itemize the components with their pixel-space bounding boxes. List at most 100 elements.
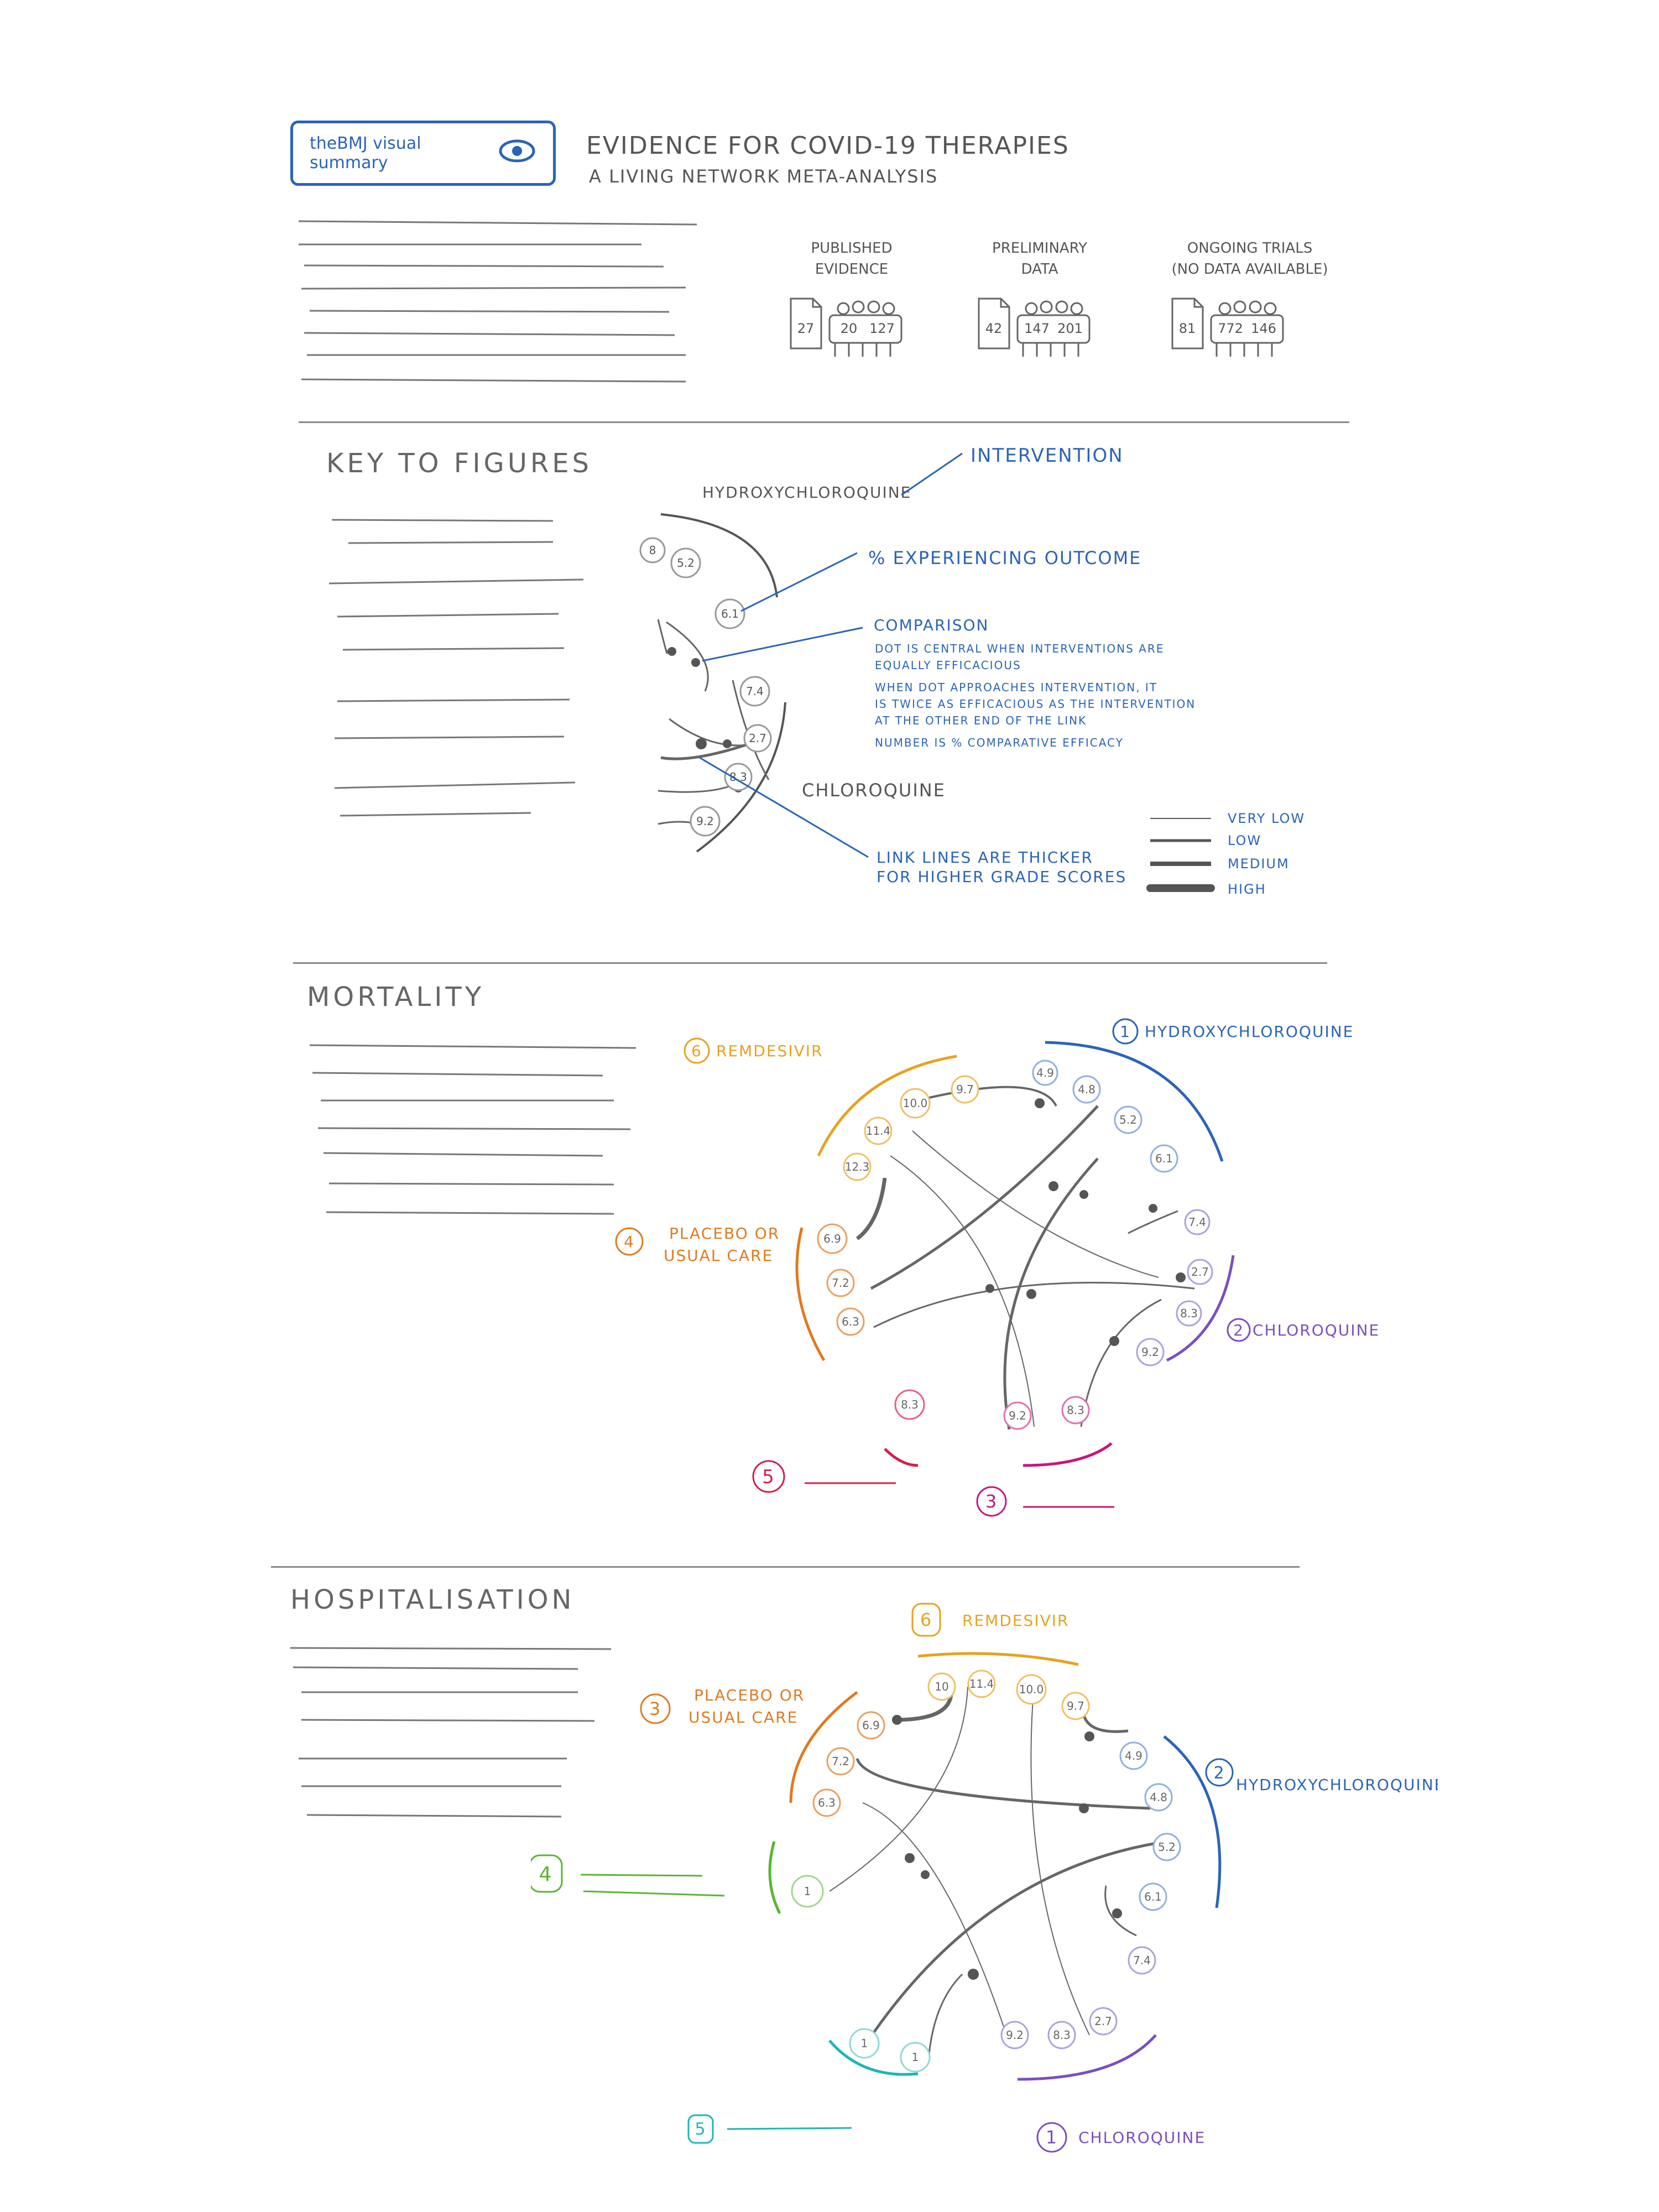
- ann-note: EQUALLY EFFICACIOUS: [875, 659, 1021, 672]
- mortality-node: 6.1: [1150, 1144, 1178, 1173]
- svg-text:CHLOROQUINE: CHLOROQUINE: [1078, 2128, 1206, 2147]
- svg-text:10.0: 10.0: [1019, 1683, 1044, 1696]
- svg-text:12.3: 12.3: [845, 1160, 870, 1173]
- svg-text:4: 4: [539, 1863, 553, 1886]
- group-label-chloroquine: 1 CHLOROQUINE: [1036, 2122, 1206, 2153]
- group-label-placebo: 4 PLACEBO OR USUAL CARE: [615, 1224, 779, 1265]
- mortality-node: 9.7: [951, 1075, 979, 1104]
- visual-summary-badge[interactable]: theBMJ visual summary: [290, 121, 556, 186]
- section-divider: [271, 1566, 1300, 1568]
- mortality-node: 7.2: [826, 1269, 855, 1297]
- svg-text:11.4: 11.4: [866, 1124, 891, 1138]
- ann-note: DOT IS CENTRAL WHEN INTERVENTIONS ARE: [875, 642, 1164, 655]
- svg-text:2: 2: [1213, 1764, 1225, 1783]
- hospitalisation-node: 4.8: [1144, 1783, 1173, 1812]
- group-arc-chloroquine: [1017, 2034, 1157, 2081]
- svg-text:6: 6: [920, 1609, 932, 1630]
- group-label-placebo: 3 PLACEBO OR USUAL CARE: [640, 1686, 804, 1726]
- group-label-5: 5: [687, 2114, 852, 2144]
- people-icon: [1016, 300, 1091, 357]
- stat-doc-count: 42: [985, 321, 1003, 336]
- stat-heading-line: PUBLISHED: [811, 240, 893, 257]
- hospitalisation-node: 2.7: [1089, 2007, 1118, 2036]
- mortality-node: 9.2: [1003, 1401, 1032, 1430]
- ann-link: LINK LINES ARE THICKER: [877, 848, 1093, 867]
- svg-text:REMDESIVIR: REMDESIVIR: [962, 1611, 1069, 1630]
- group-label-hydroxychloroquine: 2 HYDROXYCHLOROQUINE: [1205, 1758, 1438, 1794]
- stat-heading-line: ONGOING TRIALS: [1187, 240, 1313, 257]
- group-label-3: 3: [976, 1486, 1114, 1517]
- svg-text:10.0: 10.0: [903, 1097, 928, 1110]
- page-subtitle: A LIVING NETWORK META-ANALYSIS: [589, 166, 938, 187]
- mortality-node: 10.0: [900, 1088, 931, 1119]
- hospitalisation-node: 9.7: [1061, 1692, 1090, 1720]
- grade-legend: VERY LOW LOW MEDIUM HIGH: [1146, 811, 1304, 897]
- hospitalisation-node: 8.3: [1047, 2021, 1076, 2049]
- svg-text:6.9: 6.9: [823, 1232, 841, 1245]
- svg-text:2.7: 2.7: [1094, 2015, 1112, 2028]
- mortality-network: 9.7 10.0 11.4 12.3 6.9 7.2 6.3 8.3 4.9 4…: [615, 1018, 1380, 1517]
- svg-text:5: 5: [762, 1466, 775, 1488]
- stat-people-a: 20: [841, 321, 858, 336]
- hospitalisation-node: 4.9: [1119, 1741, 1148, 1770]
- hospitalisation-node: 6.1: [1139, 1882, 1167, 1911]
- svg-text:REMDESIVIR: REMDESIVIR: [716, 1042, 823, 1060]
- hospitalisation-node: 1: [849, 2028, 880, 2059]
- people-icon: [1210, 300, 1284, 357]
- mortality-node: 2.7: [1187, 1259, 1213, 1285]
- comparison-dot: [691, 658, 700, 667]
- document-icon: [1171, 298, 1204, 349]
- hospitalisation-node: 11.4: [967, 1670, 996, 1698]
- mortality-node: 4.8: [1072, 1075, 1101, 1104]
- stat-people-a: 772: [1218, 321, 1243, 336]
- group-label-5: 5: [752, 1460, 896, 1493]
- svg-text:9.7: 9.7: [1067, 1699, 1084, 1713]
- ann-note: NUMBER IS % COMPARATIVE EFFICACY: [875, 736, 1124, 749]
- stat-icons: 27 20 127 42 147 201 81 772 146: [790, 298, 1284, 357]
- section-divider: [299, 421, 1349, 423]
- svg-text:HYDROXYCHLOROQUINE: HYDROXYCHLOROQUINE: [1236, 1776, 1438, 1794]
- ann-note: IS TWICE AS EFFICACIOUS AS THE INTERVENT…: [875, 697, 1196, 711]
- ann-comparison: COMPARISON: [874, 616, 989, 634]
- group-label-4: 4: [531, 1854, 725, 1897]
- stat-ongoing-heading: ONGOING TRIALS (NO DATA AVAILABLE): [1161, 238, 1338, 280]
- people-icon: [828, 300, 902, 357]
- svg-text:4.8: 4.8: [1150, 1791, 1167, 1804]
- stat-people-b: 127: [869, 321, 895, 336]
- intervention-arc: [660, 513, 778, 598]
- mortality-text-lines: [309, 1044, 637, 1215]
- svg-text:8: 8: [649, 544, 656, 557]
- mortality-node: 9.2: [1136, 1338, 1165, 1366]
- hospitalisation-node: 10.0: [1016, 1674, 1047, 1705]
- mortality-node: 8.3: [1061, 1396, 1090, 1425]
- svg-text:1: 1: [912, 2051, 919, 2064]
- grade-label: HIGH: [1228, 881, 1266, 897]
- mortality-node: 5.2: [1114, 1105, 1142, 1134]
- svg-text:2.7: 2.7: [749, 732, 766, 745]
- svg-text:11.4: 11.4: [969, 1677, 994, 1691]
- key-node: 7.4: [739, 676, 770, 707]
- key-intervention-top: HYDROXYCHLOROQUINE: [702, 483, 911, 502]
- mortality-section-title: MORTALITY: [307, 982, 485, 1013]
- group-arc-hydroxychloroquine: [1163, 1735, 1222, 1908]
- key-node: 8: [639, 537, 666, 564]
- group-label-chloroquine: 2 CHLOROQUINE: [1227, 1318, 1380, 1342]
- svg-text:CHLOROQUINE: CHLOROQUINE: [1253, 1321, 1380, 1339]
- group-arc-3: [1022, 1442, 1113, 1467]
- svg-text:5.2: 5.2: [677, 556, 695, 570]
- mortality-node: 11.4: [864, 1117, 893, 1145]
- ann-link: FOR HIGHER GRADE SCORES: [877, 868, 1126, 886]
- hospitalisation-node: 9.2: [1000, 2021, 1029, 2049]
- stat-people-a: 147: [1024, 321, 1050, 336]
- svg-text:1: 1: [804, 1885, 811, 1898]
- key-node: 2.7: [743, 724, 772, 753]
- page-title: EVIDENCE FOR COVID-19 THERAPIES: [586, 132, 1070, 160]
- hospitalisation-text-lines: [290, 1647, 612, 1818]
- svg-text:9.7: 9.7: [956, 1083, 974, 1096]
- intervention-arc: [696, 702, 786, 853]
- hospitalisation-node: 1: [791, 1875, 824, 1908]
- ann-note: AT THE OTHER END OF THE LINK: [875, 714, 1087, 727]
- svg-text:6.1: 6.1: [1144, 1890, 1162, 1903]
- svg-text:9.2: 9.2: [1141, 1345, 1159, 1359]
- svg-text:3: 3: [985, 1491, 998, 1512]
